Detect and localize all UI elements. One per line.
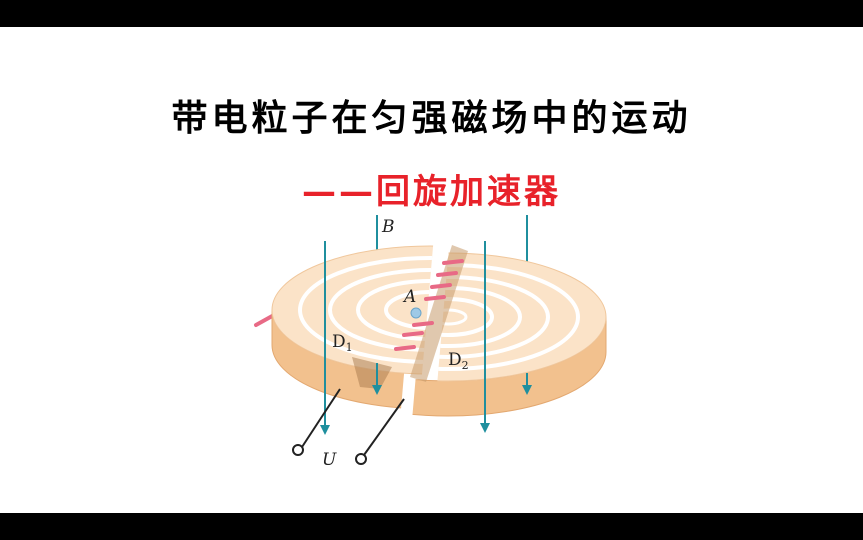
field-arrow-icon	[320, 425, 330, 435]
slide-title: 带电粒子在匀强磁场中的运动	[171, 98, 692, 139]
gap-front	[352, 357, 392, 389]
point-label-a: A	[402, 287, 416, 307]
field-arrow-icon	[522, 385, 532, 395]
dee1-label: D1	[332, 332, 353, 354]
particle-source-a	[410, 307, 422, 319]
field-arrow-icon	[480, 423, 490, 433]
terminal-1	[292, 444, 304, 456]
voltage-lead-2	[363, 398, 405, 456]
terminal-2	[355, 453, 367, 465]
field-label-b: B	[381, 217, 395, 237]
slide-subtitle: ——回旋加速器	[302, 172, 561, 212]
gap-wall	[410, 245, 468, 382]
field-arrow-icon	[372, 385, 382, 395]
slide: 带电粒子在匀强磁场中的运动 ——回旋加速器	[0, 27, 863, 513]
cyclotron-diagram: B A D1 D2 U	[254, 215, 607, 470]
voltage-lead-1	[301, 388, 341, 448]
voltage-label-u: U	[322, 450, 337, 470]
dee2-label: D2	[448, 350, 469, 372]
gap-beam-segments	[394, 259, 464, 351]
